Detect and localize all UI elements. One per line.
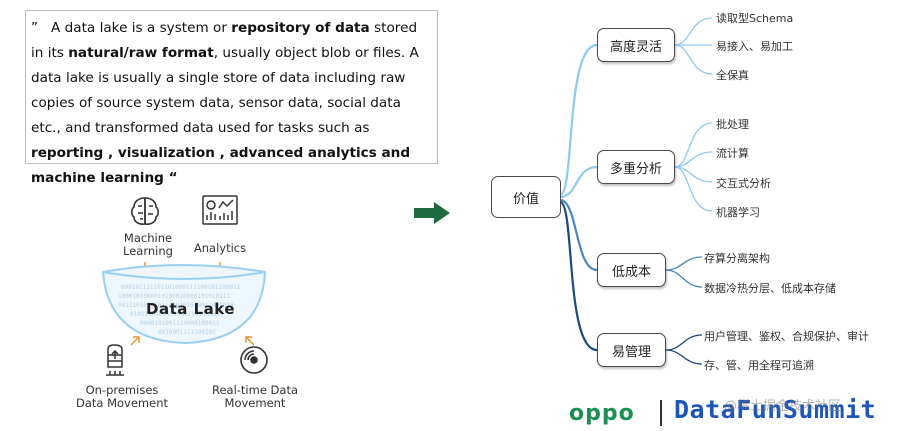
quote-open-mark: ” <box>31 20 39 36</box>
quote-bold-raw-format: natural/raw format <box>68 45 214 61</box>
binary-row-3: 00111010101011000101010011001010 <box>118 302 234 309</box>
analytics-label: Analytics <box>193 241 247 255</box>
leaf-traceable: 存、管、用全程可追溯 <box>704 359 814 372</box>
data-lake-illustration <box>101 195 268 376</box>
quote-bold-repository: repository of data <box>231 20 370 36</box>
brain-icon <box>130 197 160 225</box>
binary-row-6: 0010001111100101 <box>158 329 216 336</box>
data-lake-title: Data Lake <box>146 300 236 318</box>
oppo-logo: oppo <box>569 401 635 426</box>
brand-divider <box>660 400 662 426</box>
quote-text-1: A data lake is a system or <box>51 20 232 36</box>
binary-row-2: 1000101000010100010000101010111 <box>118 293 230 300</box>
definition-quote-box: ” A data lake is a system or repository … <box>25 10 438 186</box>
leaf-interactive: 交互式分析 <box>716 177 771 190</box>
realtime-label: Real-time Data Movement <box>211 383 299 410</box>
branch-node-multi-analysis: 多重分析 <box>597 150 675 184</box>
mindmap-root-node: 价值 <box>491 176 561 218</box>
quote-close-mark: “ <box>163 170 178 186</box>
leaf-full-fidelity: 全保真 <box>716 69 749 82</box>
leaf-ml: 机器学习 <box>716 206 760 219</box>
upload-server-icon <box>106 344 124 376</box>
quote-text-2: stored in its <box>31 20 418 61</box>
lake-bowl <box>101 264 267 345</box>
branch-node-low-cost: 低成本 <box>597 253 666 287</box>
analytics-dashboard-icon <box>202 195 238 225</box>
realtime-stream-icon <box>240 346 268 374</box>
datafunsummit-logo: DataFunSummit <box>674 395 877 424</box>
quote-bold-tasks: reporting , visualization , advanced ana… <box>31 145 411 186</box>
binary-row-1: 000101111101101000111100101100011 <box>121 284 241 291</box>
leaf-easy-ingest: 易接入、易加工 <box>716 40 793 53</box>
on-premises-label: On-premises Data Movement <box>75 383 169 410</box>
watermark-text: @稀土掘金技术社区 <box>724 399 842 414</box>
machine-learning-label: Machine Learning <box>123 231 173 258</box>
leaf-streaming: 流计算 <box>716 147 749 160</box>
quote-text-3: , usually object blob or files. A data l… <box>31 45 419 136</box>
leaf-schema-on-read: 读取型Schema <box>716 12 794 25</box>
branch-node-easy-management: 易管理 <box>597 333 666 367</box>
branch-node-flexible: 高度灵活 <box>597 28 675 62</box>
leaf-tiered-storage: 数据冷热分层、低成本存储 <box>704 282 836 295</box>
leaf-user-mgmt: 用户管理、鉴权、合规保护、审计 <box>704 330 869 343</box>
leaf-batch: 批处理 <box>716 118 749 131</box>
binary-row-5: 0000101001110000100011 <box>140 320 220 327</box>
leaf-storage-compute: 存算分离架构 <box>704 252 770 265</box>
transition-arrow-icon <box>414 202 450 224</box>
binary-row-4: 01011101011010001011100101 <box>130 311 224 318</box>
